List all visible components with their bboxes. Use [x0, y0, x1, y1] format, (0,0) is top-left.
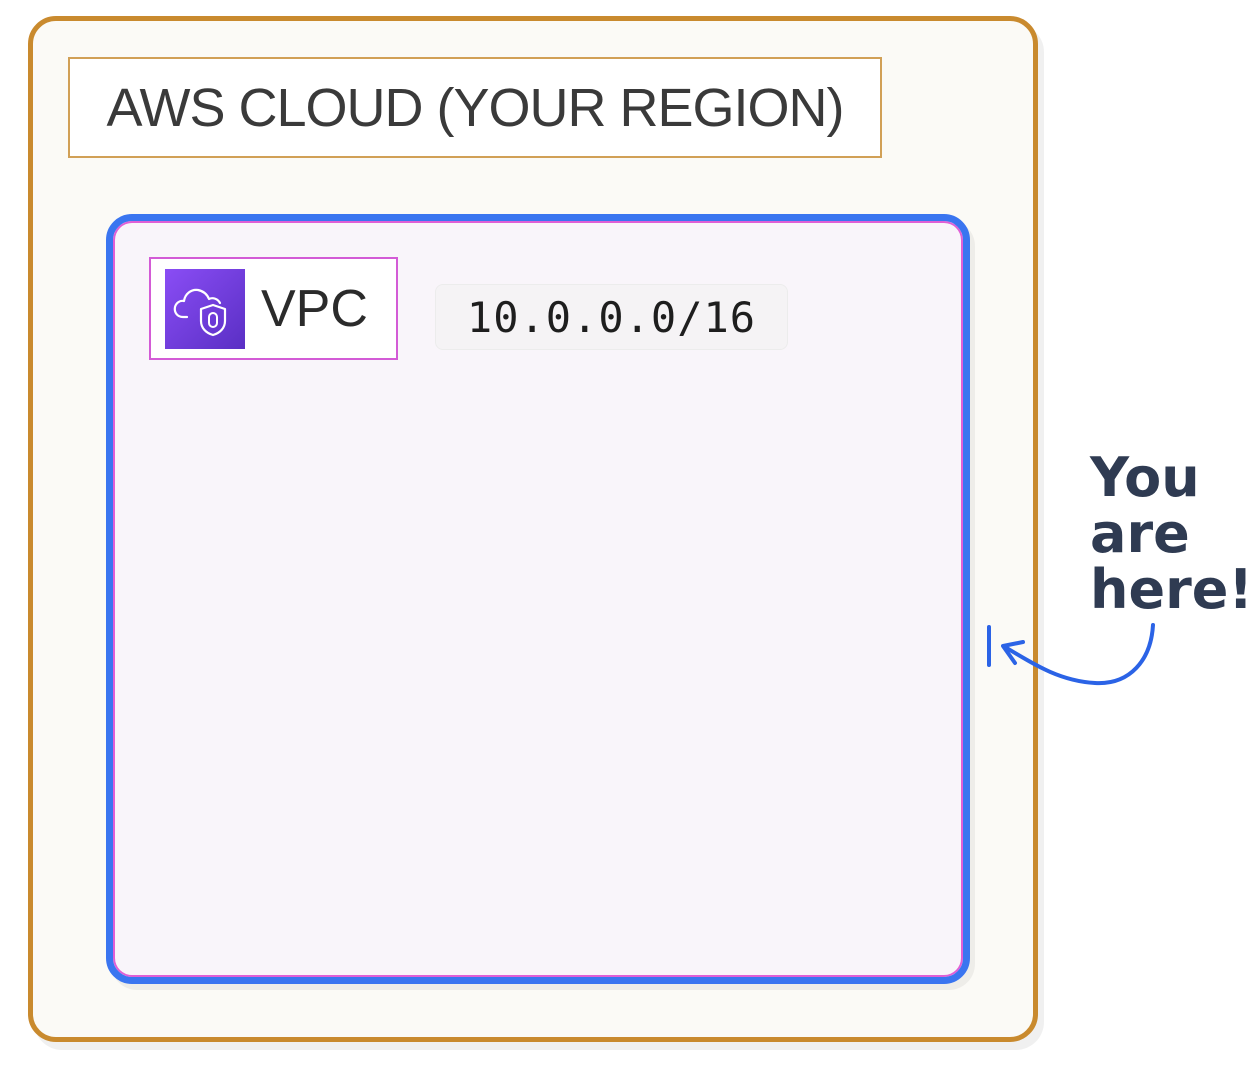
pointer-arrow-icon [987, 623, 1155, 686]
vpc-label-box: VPC [149, 257, 398, 360]
vpc-cloud-shield-icon [165, 269, 245, 349]
vpc-cidr: 10.0.0.0/16 [466, 292, 757, 342]
vpc-label: VPC [261, 280, 368, 338]
note-line-1: You [1090, 446, 1200, 509]
region-title: AWS CLOUD (YOUR REGION) [106, 77, 844, 138]
note-line-2: are [1090, 502, 1190, 565]
you-are-here-note: You are here! [1090, 450, 1258, 618]
note-line-3: here! [1090, 558, 1253, 621]
region-title-box: AWS CLOUD (YOUR REGION) [68, 57, 882, 158]
vpc-cidr-badge: 10.0.0.0/16 [435, 284, 788, 350]
